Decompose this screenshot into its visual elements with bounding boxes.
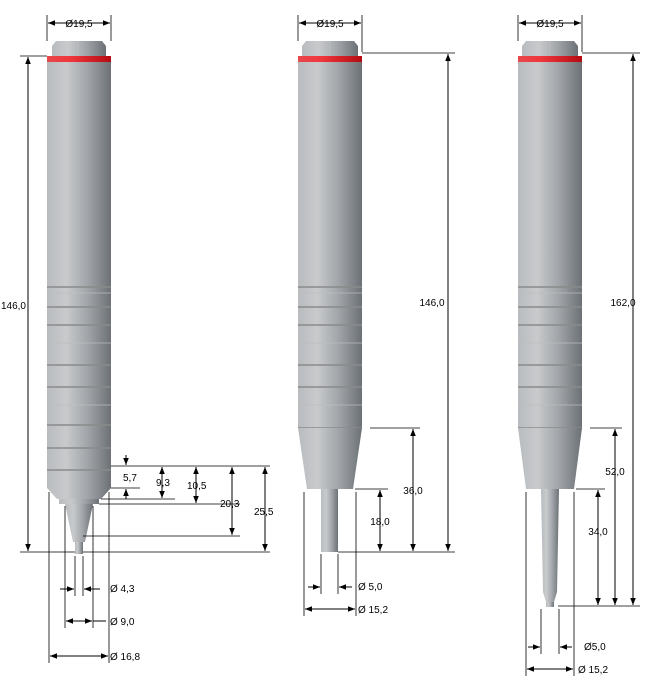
probe-right: Ø19,5 162,0 52,0 34,0 Ø5,0 Ø 15,2 <box>517 15 640 676</box>
probe-right-body <box>518 41 582 607</box>
probe-left-diameter-2: Ø 9,0 <box>110 617 135 628</box>
probe-left-length-5: 25,5 <box>254 507 274 518</box>
probe-right-total-length: 162,0 <box>610 298 635 309</box>
probe-middle: Ø19,5 146,0 36,0 18,0 Ø 5,0 Ø 15,2 <box>297 15 455 616</box>
probe-middle-body <box>298 41 362 552</box>
probe-middle-dimensions: Ø19,5 146,0 36,0 18,0 Ø 5,0 Ø 15,2 <box>297 15 455 616</box>
probe-middle-top-diameter: Ø19,5 <box>316 19 344 30</box>
probe-right-red-ring <box>518 56 582 62</box>
probe-left-length-1: 5,7 <box>123 473 137 484</box>
probe-middle-diameter-1: Ø 5,0 <box>358 582 383 593</box>
probe-middle-length-2: 18,0 <box>370 517 390 528</box>
probe-middle-red-ring <box>298 56 362 62</box>
probe-left: Ø19,5 146,0 5,7 9,3 10,5 20,3 25,5 <box>1 15 274 663</box>
probe-left-diameter-1: Ø 4,3 <box>110 584 135 595</box>
probe-left-length-3: 10,5 <box>187 481 207 492</box>
probe-left-length-2: 9,3 <box>156 478 170 489</box>
probe-middle-length-1: 36,0 <box>403 486 423 497</box>
probe-right-diameter-2: Ø 15,2 <box>578 665 608 676</box>
probe-left-total-length: 146,0 <box>1 301 26 312</box>
probe-right-diameter-1: Ø5,0 <box>584 642 606 653</box>
probe-right-dimensions: Ø19,5 162,0 52,0 34,0 Ø5,0 Ø 15,2 <box>517 15 640 676</box>
probe-left-length-4: 20,3 <box>220 499 240 510</box>
probe-right-top-diameter: Ø19,5 <box>536 19 564 30</box>
probe-middle-diameter-2: Ø 15,2 <box>358 605 388 616</box>
probe-right-length-1: 52,0 <box>605 467 625 478</box>
probe-left-red-ring <box>47 56 111 62</box>
probe-left-diameter-3: Ø 16,8 <box>110 652 140 663</box>
probe-left-top-diameter: Ø19,5 <box>65 19 93 30</box>
probe-right-length-2: 34,0 <box>588 527 608 538</box>
probe-left-body <box>47 41 111 554</box>
probe-middle-total-length: 146,0 <box>419 298 444 309</box>
probe-left-dimensions: Ø19,5 146,0 5,7 9,3 10,5 20,3 25,5 <box>1 15 274 663</box>
